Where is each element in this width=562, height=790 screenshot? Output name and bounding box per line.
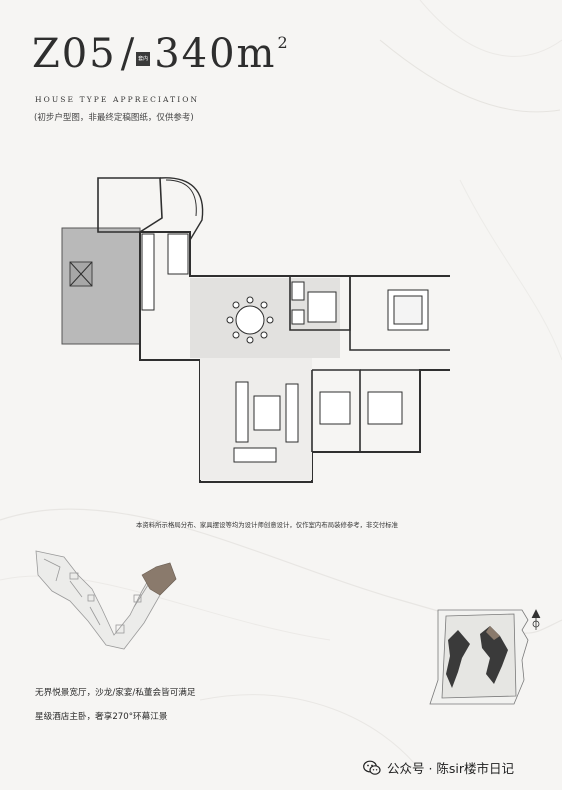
wechat-watermark: 公众号 · 陈sir楼市日记 [363,758,514,777]
area-type-badge-text: 套内 [138,56,149,62]
unit-area: 340m [154,31,277,77]
sofa [235,381,249,443]
kitchen [141,233,155,311]
unit-code: Z05 [32,31,117,77]
area-type-badge: 套内 [136,52,151,66]
floor-plan [61,177,450,483]
subtitle-chinese: (初步户型图，非最终定稿图纸，仅供参考) [34,113,194,123]
watermark-text: 公众号 · 陈sir楼市日记 [387,761,515,776]
wechat-icon [363,760,381,775]
tower-1 [446,630,470,688]
outer-wall [139,232,450,483]
unit-area-superscript: 2 [277,33,288,52]
north-arrow-icon [531,609,541,630]
feature-living-room: 无界悦景宽厅，沙龙/家宴/私董会皆可满足 [35,688,196,698]
tower-2 [480,626,508,684]
highlighted-unit [141,562,177,596]
master-bedroom [349,276,450,351]
entry-foyer [97,177,163,233]
bathroom [291,281,305,301]
site-plan [429,609,541,705]
subtitle-english: HOUSE TYPE APPRECIATION [35,95,200,104]
title-separator: / [120,31,135,77]
key-plan [35,550,177,650]
unit-title: Z05 / 套内 340m 2 [32,31,288,77]
highlighted-tower-unit [486,626,500,640]
feature-master-bedroom: 星级酒店主卧，奢享270°环幕江景 [35,712,168,722]
dining-table [235,305,265,335]
disclaimer-text: 本资料所示格局分布、家具摆设等均为设计师创意设计，仅作室内布局装修参考，非交付标… [136,521,399,529]
